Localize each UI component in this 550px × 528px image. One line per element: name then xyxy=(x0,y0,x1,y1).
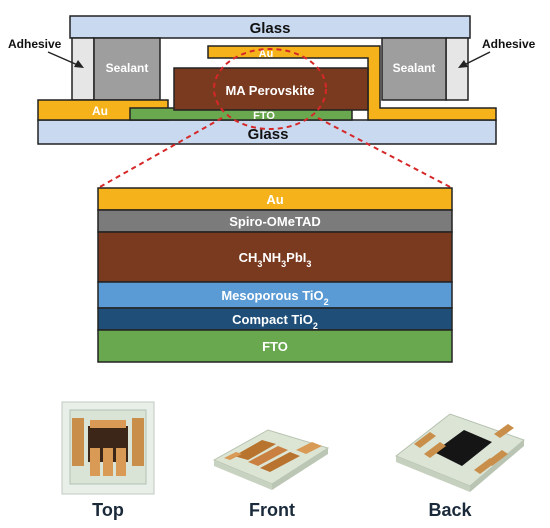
stack-layer-label-5: FTO xyxy=(262,339,288,354)
fto-label: FTO xyxy=(253,110,275,122)
adhesive-right-arrow xyxy=(461,51,491,67)
caption-front: Front xyxy=(249,500,295,520)
zoom-line-right xyxy=(317,117,453,189)
stack-layer-5 xyxy=(97,329,453,363)
adhesive-left-label: Adhesive xyxy=(8,37,62,51)
adhesive-left-arrow xyxy=(47,51,81,67)
stack-layer-label-2: CH3NH3PbI3 xyxy=(239,250,312,269)
sealant-right-label: Sealant xyxy=(393,61,436,75)
zoom-line-left xyxy=(97,117,223,189)
glass-bottom-layer xyxy=(37,119,497,145)
photo-front xyxy=(212,429,330,490)
device-diagram: Glass Sealant Sealant Adhesive Adhesive … xyxy=(8,15,536,363)
stack-layer-label-3: Mesoporous TiO2 xyxy=(221,288,328,307)
sealant-left-block xyxy=(93,37,161,101)
adhesive-right-arrowhead xyxy=(458,60,468,68)
adhesive-right-label: Adhesive xyxy=(482,37,536,51)
adhesive-left-column xyxy=(71,37,95,101)
stack-layer-label-0: Au xyxy=(266,192,283,207)
photo-back xyxy=(395,413,525,492)
sealant-left-label: Sealant xyxy=(106,61,149,75)
zoom-ellipse xyxy=(213,48,327,130)
perovskite-layer xyxy=(173,67,369,111)
sealant-right-block xyxy=(381,37,447,101)
perovskite-label: MA Perovskite xyxy=(225,83,314,98)
stack-layer-2 xyxy=(97,231,453,283)
glass-top-label: Glass xyxy=(250,20,291,37)
au-top-electrode xyxy=(207,45,497,121)
caption-back: Back xyxy=(428,500,472,520)
stack-layer-label-4: Compact TiO2 xyxy=(232,312,318,331)
glass-bottom-label: Glass xyxy=(248,126,289,143)
adhesive-left-arrowhead xyxy=(74,60,84,68)
glass-top-layer xyxy=(69,15,471,39)
au-top-label: Au xyxy=(259,48,274,60)
photo-top xyxy=(61,401,155,495)
stack-layer-label-1: Spiro-OMeTAD xyxy=(229,214,320,229)
caption-top: Top xyxy=(92,500,124,520)
au-left-label: Au xyxy=(92,104,108,118)
adhesive-right-column xyxy=(445,37,469,101)
